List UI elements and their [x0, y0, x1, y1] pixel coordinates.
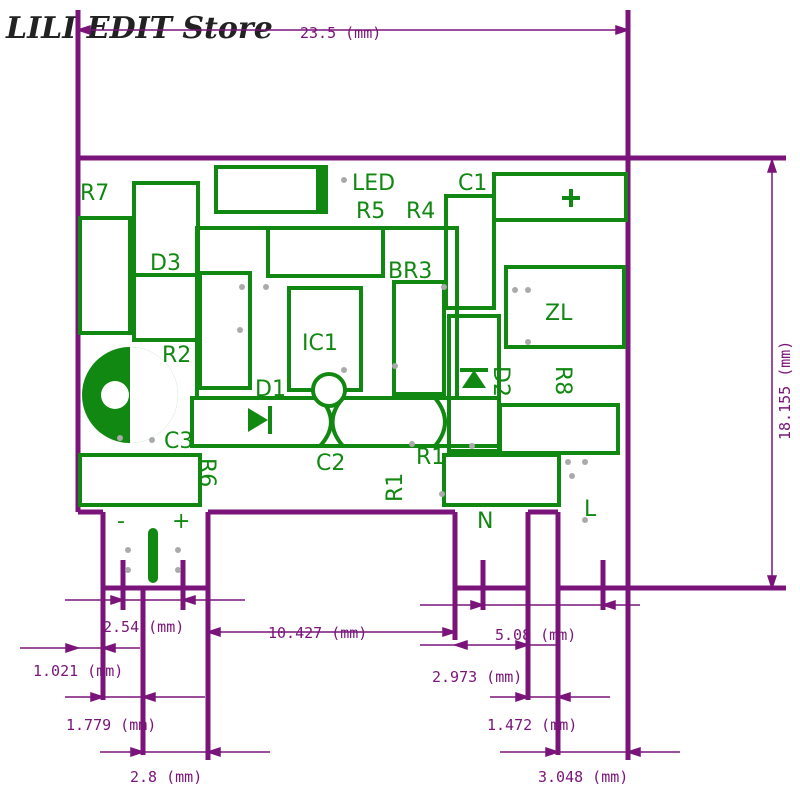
dim-width-total: 23.5 (mm)	[300, 24, 381, 42]
d1-symbol	[248, 408, 268, 432]
dim-1-779: 1.779 (mm)	[66, 716, 156, 734]
c3-cap-pad	[101, 381, 129, 409]
pins	[100, 509, 631, 760]
label-r1-upper: R1	[416, 445, 445, 470]
label-r6: R6	[194, 458, 219, 487]
d2-symbol	[462, 370, 486, 388]
label-r4: R4	[406, 199, 435, 224]
c2-symbol	[311, 372, 447, 448]
d2-footprint	[447, 314, 501, 453]
c1-footprint	[492, 172, 628, 222]
label-d2: D2	[488, 366, 513, 397]
dim-1-021: 1.021 (mm)	[33, 662, 123, 680]
dim-5-08: 5.08 (mm)	[495, 626, 576, 644]
label-c1: C1	[458, 171, 487, 196]
dimension-labels: 23.5 (mm) 18.155 (mm) 2.54 (mm) 10.427 (…	[33, 24, 794, 786]
label-c2: C2	[316, 451, 345, 476]
r8-footprint	[498, 403, 620, 455]
pads	[117, 177, 588, 573]
c3-cap-half	[130, 347, 178, 443]
label-d1: D1	[255, 377, 286, 402]
label-r5: R5	[356, 199, 385, 224]
component-labels: LED C1 R5 R4 R7 D3 BR3 ZL IC1 R2 D1 D2 R…	[80, 171, 597, 534]
dim-3-048: 3.048 (mm)	[538, 768, 628, 786]
br3-footprint	[392, 280, 446, 396]
label-r7: R7	[80, 181, 109, 206]
store-watermark: LILI EDIT Store	[5, 11, 273, 46]
d1-c2-frame	[190, 396, 501, 448]
r1-footprint	[442, 453, 561, 507]
dim-2-8: 2.8 (mm)	[130, 768, 202, 786]
board-outline	[75, 10, 786, 591]
dim-height-total: 18.155 (mm)	[776, 341, 794, 440]
dim-1-472: 1.472 (mm)	[487, 716, 577, 734]
d3-footprint-lower	[132, 273, 200, 342]
label-c3: C3	[164, 429, 193, 454]
zl-footprint	[504, 265, 626, 349]
label-r2: R2	[162, 343, 191, 368]
dim-2-973: 2.973 (mm)	[432, 668, 522, 686]
r4-footprint	[444, 194, 496, 310]
silkscreen-solid	[82, 189, 580, 583]
label-led: LED	[352, 171, 395, 196]
label-zl: ZL	[545, 301, 573, 326]
led-stripe	[316, 165, 328, 214]
label-plus: +	[172, 509, 190, 534]
r6-footprint	[78, 453, 202, 507]
label-n: N	[477, 509, 493, 534]
dim-10-427: 10.427 (mm)	[268, 624, 367, 642]
polarity-bar	[148, 528, 158, 583]
label-r1-lower: R1	[383, 473, 408, 502]
led-footprint	[214, 165, 326, 214]
label-l: L	[584, 497, 597, 522]
dimension-lines	[20, 24, 778, 758]
r7-footprint	[78, 216, 132, 335]
silkscreen	[78, 165, 628, 507]
dim-2-54: 2.54 (mm)	[103, 618, 184, 636]
label-d3: D3	[150, 251, 181, 276]
label-r8: R8	[550, 366, 575, 395]
label-minus: -	[117, 509, 125, 534]
label-br3: BR3	[388, 259, 432, 284]
r5-footprint	[266, 226, 385, 278]
r2-footprint	[198, 271, 252, 390]
label-ic1: IC1	[302, 331, 338, 356]
